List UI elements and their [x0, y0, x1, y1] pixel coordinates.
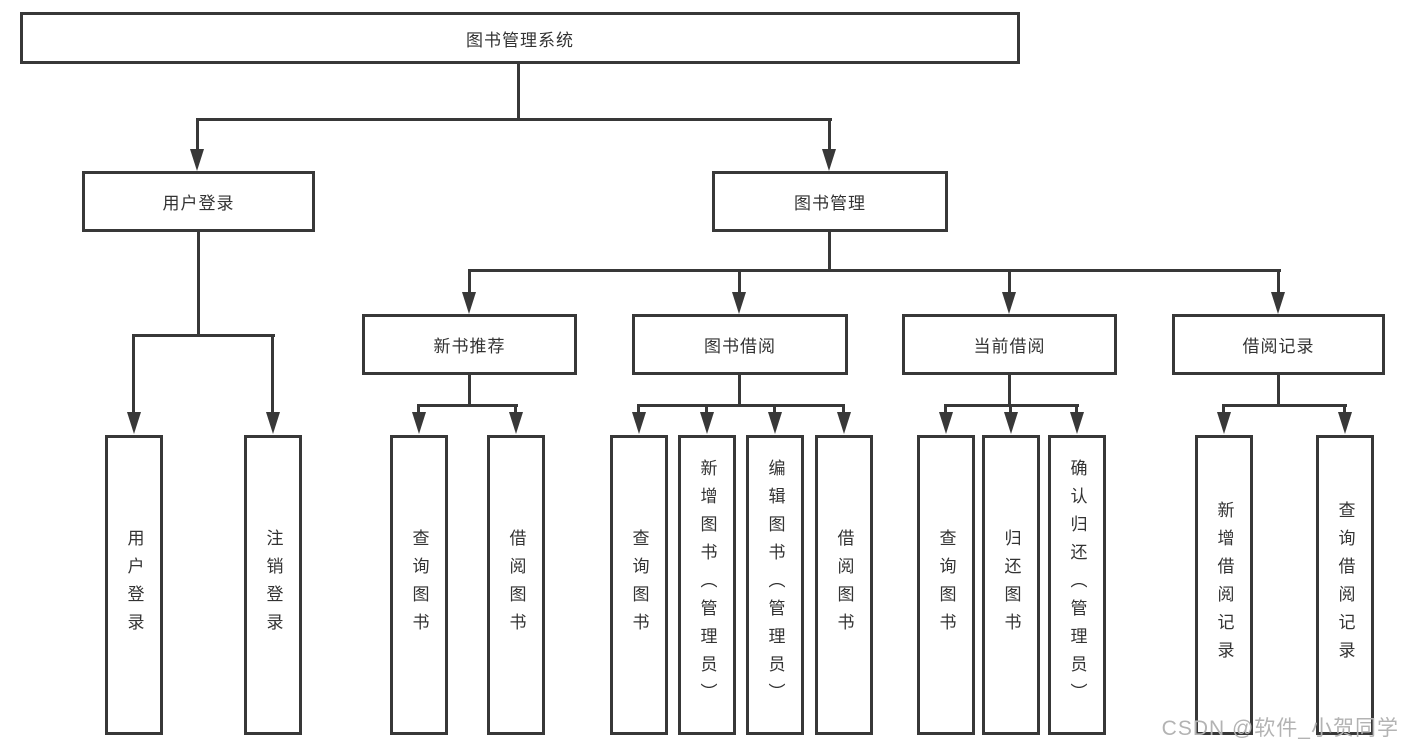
leaf-edit-book-admin: 编辑图书（管理员）	[746, 435, 804, 735]
arrowhead-down-icon	[732, 292, 746, 314]
connector-line	[637, 404, 640, 414]
connector-line	[196, 118, 832, 121]
arrowhead-down-icon	[837, 412, 851, 434]
leaf-query-borrow-record-label: 查询借阅记录	[1335, 501, 1355, 669]
connector-line	[517, 64, 520, 120]
leaf-query-books-borrow: 查询图书	[610, 435, 668, 735]
arrowhead-down-icon	[266, 412, 280, 434]
connector-line	[417, 404, 420, 414]
arrowhead-down-icon	[1338, 412, 1352, 434]
connector-line	[738, 375, 741, 406]
arrowhead-down-icon	[1217, 412, 1231, 434]
connector-line	[468, 269, 1281, 272]
connector-line	[1075, 404, 1078, 414]
leaf-query-books-current-label: 查询图书	[936, 529, 956, 641]
connector-line	[1277, 269, 1280, 293]
leaf-confirm-return-admin: 确认归还（管理员）	[1048, 435, 1106, 735]
leaf-borrow-books-recommend-label: 借阅图书	[506, 529, 526, 641]
node-borrow-records: 借阅记录	[1172, 314, 1385, 375]
arrowhead-down-icon	[1004, 412, 1018, 434]
connector-line	[738, 269, 741, 293]
arrowhead-down-icon	[632, 412, 646, 434]
leaf-user-login: 用户登录	[105, 435, 163, 735]
arrowhead-down-icon	[768, 412, 782, 434]
connector-line	[1008, 375, 1011, 406]
arrowhead-down-icon	[822, 149, 836, 171]
connector-line	[1222, 404, 1225, 414]
arrowhead-down-icon	[462, 292, 476, 314]
connector-line	[828, 118, 831, 150]
connector-line	[828, 232, 831, 272]
connector-line	[773, 404, 776, 414]
arrowhead-down-icon	[1002, 292, 1016, 314]
leaf-return-book: 归还图书	[982, 435, 1040, 735]
connector-line	[705, 404, 708, 414]
connector-line	[132, 334, 135, 412]
arrowhead-down-icon	[1070, 412, 1084, 434]
arrowhead-down-icon	[939, 412, 953, 434]
node-current-borrow: 当前借阅	[902, 314, 1117, 375]
leaf-add-borrow-record-label: 新增借阅记录	[1214, 501, 1234, 669]
leaf-add-borrow-record: 新增借阅记录	[1195, 435, 1253, 735]
connector-line	[514, 404, 517, 414]
connector-line	[1277, 375, 1280, 406]
connector-line	[1008, 269, 1011, 293]
connector-line	[1009, 404, 1012, 414]
arrowhead-down-icon	[1271, 292, 1285, 314]
leaf-user-login-label: 用户登录	[124, 529, 144, 641]
connector-line	[468, 269, 471, 293]
leaf-logout: 注销登录	[244, 435, 302, 735]
connector-line	[637, 404, 845, 407]
node-system-label: 图书管理系统	[466, 30, 574, 50]
leaf-borrow-books-recommend: 借阅图书	[487, 435, 545, 735]
leaf-query-books-borrow-label: 查询图书	[629, 529, 649, 641]
connector-line	[196, 118, 199, 150]
leaf-edit-book-admin-label: 编辑图书（管理员）	[765, 459, 785, 711]
leaf-add-book-admin-label: 新增图书（管理员）	[697, 459, 717, 711]
node-new-book-recommend-label: 新书推荐	[433, 337, 506, 356]
node-user-login-label: 用户登录	[162, 194, 235, 213]
arrowhead-down-icon	[190, 149, 204, 171]
node-user-login: 用户登录	[82, 171, 315, 232]
connector-line	[468, 375, 471, 406]
leaf-logout-label: 注销登录	[263, 529, 283, 641]
node-borrow-records-label: 借阅记录	[1242, 337, 1315, 356]
arrowhead-down-icon	[509, 412, 523, 434]
node-current-borrow-label: 当前借阅	[973, 337, 1046, 356]
connector-line	[1343, 404, 1346, 414]
leaf-borrow-books: 借阅图书	[815, 435, 873, 735]
leaf-return-book-label: 归还图书	[1001, 529, 1021, 641]
connector-line	[132, 334, 275, 337]
arrowhead-down-icon	[412, 412, 426, 434]
leaf-add-book-admin: 新增图书（管理员）	[678, 435, 736, 735]
leaf-query-books-recommend-label: 查询图书	[409, 529, 429, 641]
node-book-management: 图书管理	[712, 171, 948, 232]
connector-line	[271, 334, 274, 412]
leaf-query-books-recommend: 查询图书	[390, 435, 448, 735]
node-book-borrow: 图书借阅	[632, 314, 848, 375]
connector-line	[417, 404, 518, 407]
connector-line	[842, 404, 845, 414]
leaf-query-borrow-record: 查询借阅记录	[1316, 435, 1374, 735]
arrowhead-down-icon	[700, 412, 714, 434]
node-new-book-recommend: 新书推荐	[362, 314, 577, 375]
node-book-management-label: 图书管理	[794, 194, 866, 213]
connector-line	[944, 404, 947, 414]
connector-line	[197, 232, 200, 336]
arrowhead-down-icon	[127, 412, 141, 434]
node-book-borrow-label: 图书借阅	[704, 337, 776, 356]
leaf-borrow-books-label: 借阅图书	[834, 529, 854, 641]
watermark: CSDN @软件_小贺同学	[1161, 717, 1399, 740]
leaf-confirm-return-admin-label: 确认归还（管理员）	[1067, 459, 1087, 711]
connector-line	[1222, 404, 1347, 407]
node-system: 图书管理系统	[20, 12, 1020, 64]
leaf-query-books-current: 查询图书	[917, 435, 975, 735]
